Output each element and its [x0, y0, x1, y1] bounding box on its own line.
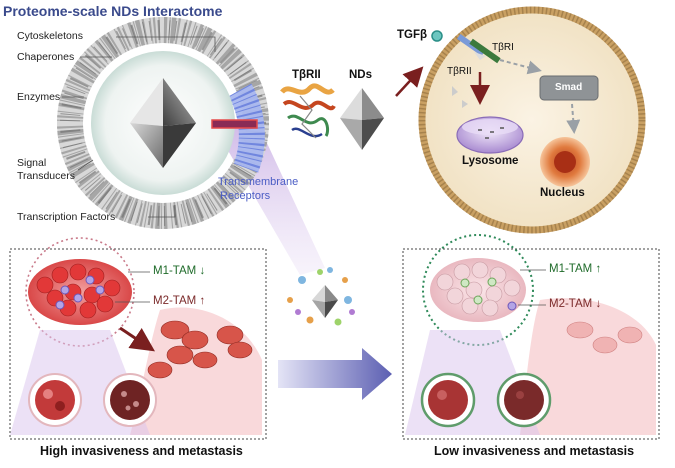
- nanodiamond-center: [130, 78, 196, 168]
- label-signal: Signal: [17, 157, 47, 169]
- low-tumor-scene: [405, 234, 656, 435]
- label-tgfb: TGFβ: [397, 29, 428, 41]
- cell: [418, 6, 646, 234]
- figure-title: Proteome-scale NDs Interactome: [3, 3, 223, 19]
- lysosome: [456, 116, 524, 154]
- low-panel-caption: Low invasiveness and metastasis: [434, 444, 635, 458]
- label-transcription-factors: Transcription Factors: [17, 211, 116, 223]
- label-transmembrane: Transmembrane: [218, 176, 299, 188]
- label-smad: Smad: [555, 82, 583, 93]
- label-nds: NDs: [349, 69, 373, 81]
- nd-protein-corona: [287, 267, 355, 326]
- smad-box: [539, 75, 599, 101]
- low-tam-leaders: [518, 269, 546, 306]
- high-tumor-scene: [10, 237, 262, 435]
- down-arrow-icon: ↓: [595, 298, 602, 310]
- down-arrow-icon: ↓: [199, 265, 206, 277]
- arrow-to-nucleus: [566, 103, 581, 134]
- up-arrow-icon: ↑: [595, 263, 602, 275]
- ring-label-leaders: [62, 36, 216, 218]
- label-chaperones: Chaperones: [17, 51, 75, 63]
- low-m2-tam: M2-TAM ↓: [549, 298, 602, 310]
- treatment-arrow: [278, 348, 392, 400]
- label-enzymes: Enzymes: [17, 91, 61, 103]
- label-tbri: TβRI: [492, 42, 514, 53]
- label-receptors: Receptors: [220, 190, 271, 202]
- high-tam-leaders: [115, 271, 150, 303]
- receptor-complex: [456, 33, 501, 64]
- label-tbrii-binding: TβRII: [292, 69, 321, 81]
- low-panel-frame: [402, 248, 660, 440]
- receptor-highlight-box: [211, 119, 258, 129]
- high-panel-caption: High invasiveness and metastasis: [40, 444, 243, 458]
- label-tbrii-cell: TβRII: [447, 66, 472, 77]
- tgfb-ligand: [431, 30, 443, 42]
- low-m1-tam: M1-TAM ↑: [549, 263, 602, 275]
- endosome-fragments: [452, 86, 468, 108]
- nds-diamond: [340, 88, 384, 150]
- high-m2-tam: M2-TAM ↑: [153, 295, 206, 307]
- label-lysosome: Lysosome: [462, 155, 519, 167]
- arrow-to-cell: [395, 66, 424, 97]
- nucleus: [540, 137, 590, 187]
- label-cytoskeletons: Cytoskeletons: [17, 30, 83, 42]
- up-arrow-icon: ↑: [199, 295, 206, 307]
- high-m1-tam: M1-TAM ↓: [153, 265, 206, 277]
- high-panel-frame: [9, 248, 267, 440]
- label-transducers: Transducers: [17, 170, 75, 182]
- label-nucleus: Nucleus: [540, 187, 585, 199]
- tbrii-protein-structure: [280, 83, 336, 139]
